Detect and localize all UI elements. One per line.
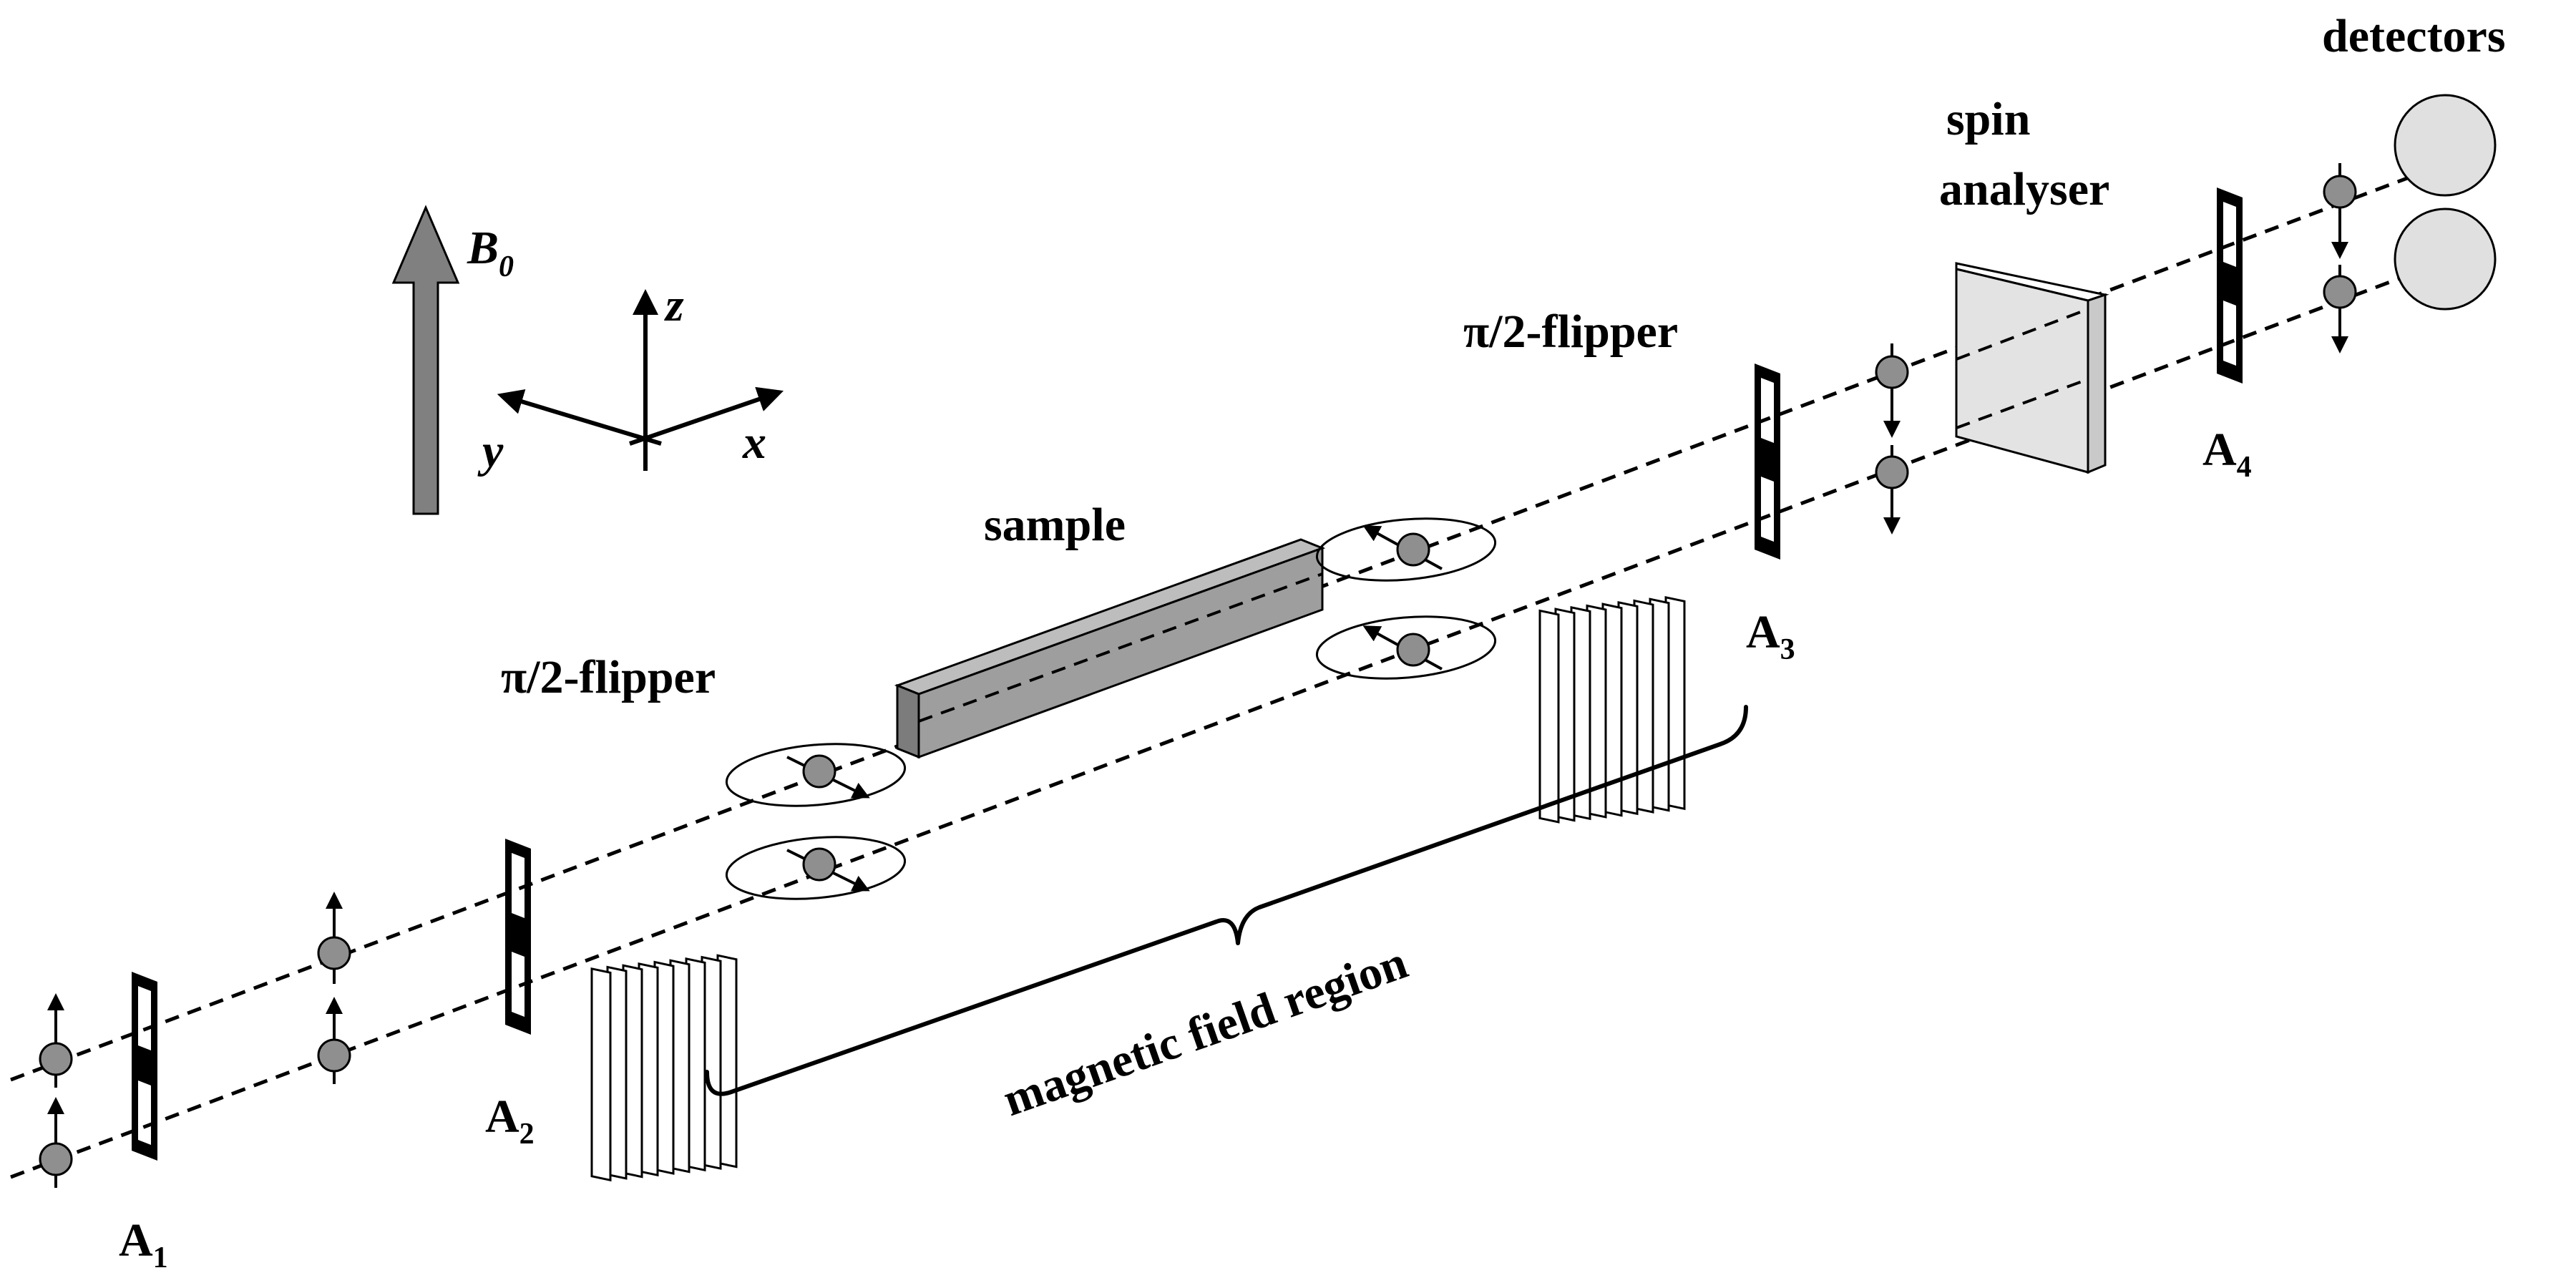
- detector-lower: [2394, 208, 2497, 311]
- neutrons: [39, 163, 2357, 1188]
- neutron-spin-up: [317, 997, 351, 1084]
- neutron-spin-down: [2323, 163, 2357, 259]
- detector-upper: [2394, 94, 2497, 197]
- sample-label: sample: [984, 499, 1126, 551]
- flipper-downstream-label: π/2-flipper: [1463, 306, 1678, 358]
- y-axis-label: y: [477, 425, 504, 477]
- b0-label: B0: [467, 222, 514, 283]
- spin-analyser-label-line1: spin: [1946, 93, 2030, 145]
- neutron-spin-down: [1875, 343, 1909, 438]
- neutron-precessing: [1362, 625, 1443, 670]
- spin-analyser-label-line2: analyser: [1939, 163, 2109, 215]
- beam-path-lower: [10, 258, 2448, 1179]
- neutron-precessing: [786, 847, 870, 892]
- flipper-upstream-label: π/2-flipper: [501, 651, 716, 703]
- neutron-spin-up: [317, 892, 351, 984]
- flipper-upstream: π/2-flipper: [501, 651, 738, 1182]
- detectors: detectors: [2322, 10, 2506, 311]
- aperture-a4-label: A4: [2202, 424, 2252, 484]
- aperture-a2: A2: [485, 839, 535, 1151]
- x-axis-label: x: [742, 416, 766, 469]
- neutron-precessing: [1362, 525, 1443, 570]
- neutron-precessing: [786, 754, 870, 799]
- neutron-spin-up: [39, 1097, 73, 1188]
- x-axis: [629, 386, 784, 446]
- aperture-a1: A1: [119, 972, 168, 1274]
- b0-field-arrow: B0: [391, 205, 514, 515]
- aperture-a3: A3: [1746, 364, 1795, 666]
- flipper-downstream: π/2-flipper: [1463, 306, 1686, 824]
- precession-orbits: [725, 517, 1497, 900]
- neutron-spin-down: [1875, 445, 1909, 535]
- neutron-spin-up: [39, 993, 73, 1088]
- field-region-brace: [705, 705, 1748, 1096]
- spin-analyser: spin analyser: [1939, 93, 2109, 474]
- b0-arrow-shape: [391, 205, 460, 515]
- sample-block: sample: [894, 499, 1326, 759]
- aperture-a3-label: A3: [1746, 606, 1795, 666]
- aperture-a1-label: A1: [119, 1214, 168, 1274]
- detectors-label: detectors: [2322, 10, 2506, 62]
- aperture-a2-label: A2: [485, 1091, 535, 1151]
- z-axis-label: z: [664, 279, 684, 331]
- neutron-spin-down: [2323, 265, 2357, 353]
- y-axis: [497, 389, 662, 446]
- coordinate-axes: z y x: [477, 279, 784, 477]
- aperture-a4: A4: [2202, 187, 2252, 484]
- magnetic-field-region-label: magnetic field region: [997, 936, 1414, 1126]
